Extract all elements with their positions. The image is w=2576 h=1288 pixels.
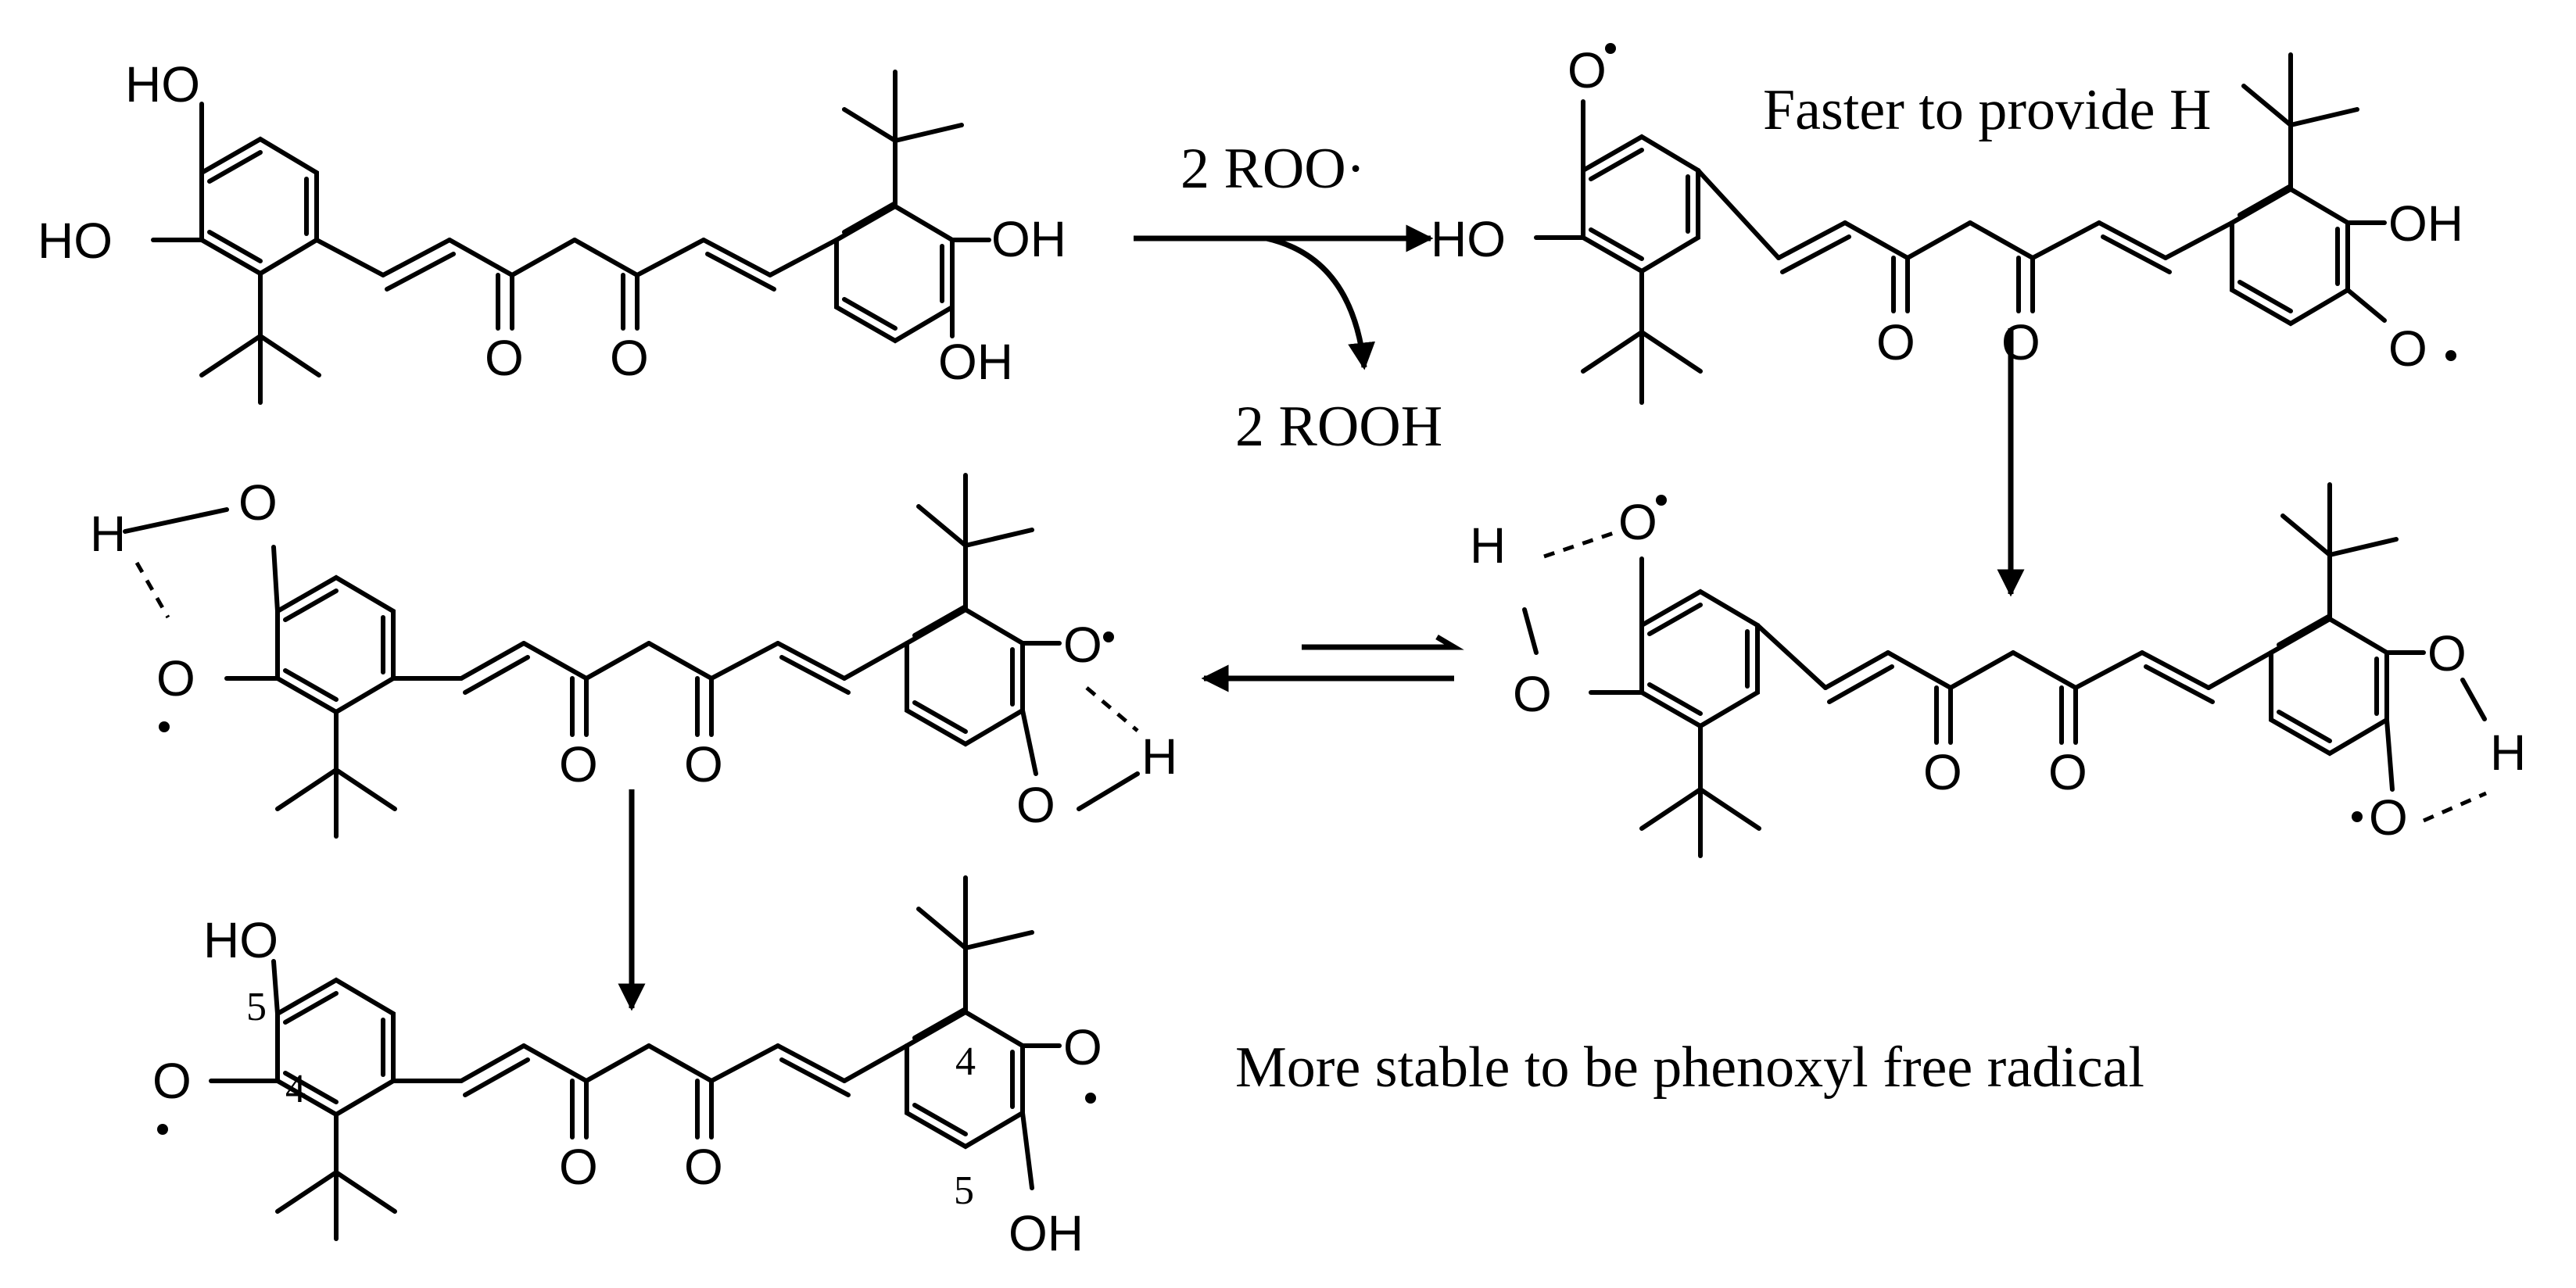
byproduct-label: 2 ROOH	[1235, 395, 1442, 459]
atom-label: HO	[203, 912, 278, 968]
atom-label: O	[485, 330, 524, 386]
equilibrium-arrows	[1201, 634, 1464, 692]
atom-label: O	[1567, 42, 1607, 98]
atom-label: HO	[125, 56, 200, 113]
atom-label: H	[2490, 724, 2526, 781]
note-faster: Faster to provide H	[1763, 78, 2211, 142]
atom-label: O	[1923, 744, 1962, 800]
position-number: 5	[954, 1168, 974, 1213]
atom-label: O	[2388, 320, 2427, 377]
atom-label: OH	[2388, 195, 2463, 252]
atom-label: O	[610, 330, 649, 386]
atom-label: O	[2048, 744, 2087, 800]
atom-label: OH	[991, 211, 1066, 267]
atom-label: O	[1063, 1019, 1102, 1075]
atom-label: O	[238, 474, 278, 531]
atom-label: O	[1618, 494, 1657, 550]
atom-label: O	[152, 1053, 192, 1109]
atom-label: H	[1141, 728, 1177, 785]
reagent-label: 2 ROO·	[1181, 137, 1365, 201]
molecule-1-parent: HO HO O O OH OH	[38, 56, 1066, 405]
atom-label: O	[2369, 789, 2408, 846]
atom-label: O	[1016, 777, 1055, 833]
atom-label: O	[559, 1139, 598, 1195]
atom-label: H	[90, 506, 126, 562]
atom-label: O	[1513, 666, 1552, 722]
atom-label: O	[1876, 314, 1915, 370]
position-number: 5	[246, 985, 267, 1029]
atom-label: O	[2001, 314, 2040, 370]
note-stable: More stable to be phenoxyl free radical	[1235, 1036, 2144, 1100]
atom-label: H	[1470, 517, 1506, 574]
position-number: 4	[955, 1039, 976, 1084]
atom-label: O	[559, 736, 598, 792]
atom-label: O	[2427, 625, 2467, 682]
reaction-arrow-oxidation	[1134, 224, 1434, 370]
atom-label: O	[684, 736, 723, 792]
atom-label: O	[684, 1139, 723, 1195]
molecule-5-phenoxyl-radical: HO 5 4 O O O 4 O 5 OH	[152, 875, 1102, 1261]
position-number: 4	[285, 1067, 306, 1111]
atom-label: OH	[1009, 1205, 1084, 1261]
atom-label: HO	[1431, 211, 1506, 267]
molecule-4-hbonded: H O O O O O O H	[90, 473, 1177, 839]
atom-label: O	[1063, 617, 1102, 673]
molecule-2-diradical: O HO O O OH O	[1431, 42, 2463, 405]
atom-label: HO	[38, 213, 113, 269]
atom-label: OH	[938, 334, 1013, 390]
atom-label: O	[156, 650, 195, 707]
molecule-3-hbonded: H O O O O O H O	[1470, 482, 2526, 858]
